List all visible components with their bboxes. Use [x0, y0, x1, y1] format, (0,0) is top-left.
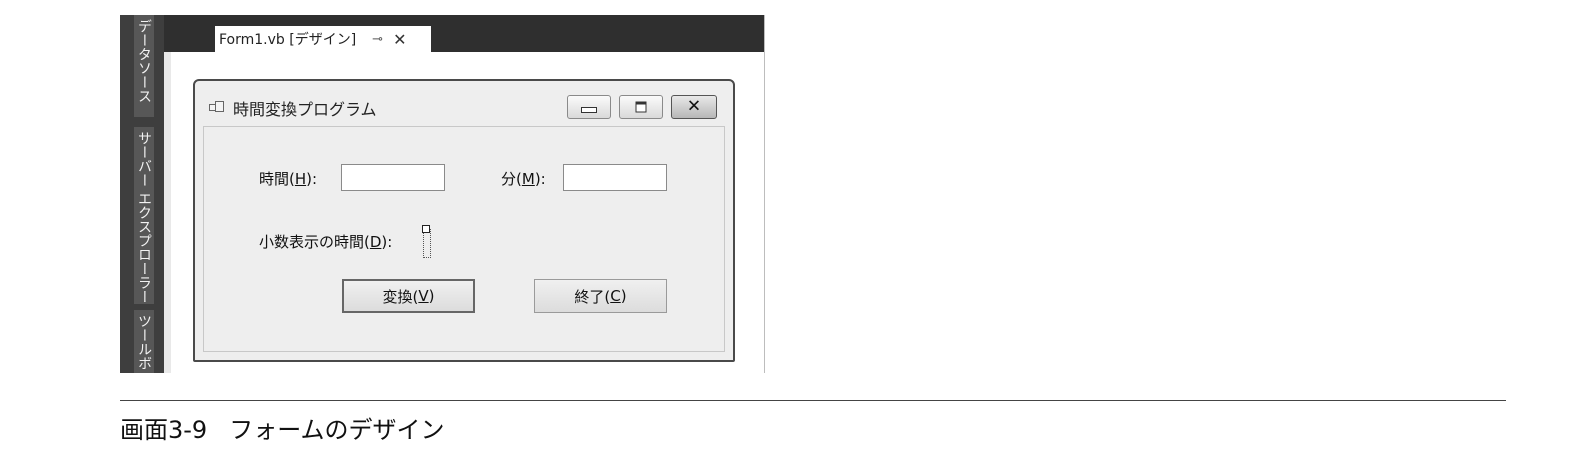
- close-icon: ✕: [686, 96, 702, 117]
- decimal-hours-label: 小数表示の時間(D):: [259, 233, 393, 251]
- minimize-button[interactable]: [567, 95, 611, 119]
- figure-caption: 画面3-9 フォームのデザイン: [120, 410, 444, 445]
- minutes-input[interactable]: [563, 164, 667, 191]
- caption-number: 画面3-9: [120, 416, 208, 444]
- decimal-hours-output[interactable]: [422, 225, 431, 258]
- side-tab-data-sources[interactable]: データソース: [134, 15, 154, 117]
- caption-divider: [120, 400, 1506, 401]
- side-tab-label: ツールボ: [136, 314, 152, 370]
- pin-icon[interactable]: ⊸: [372, 31, 384, 47]
- document-tab[interactable]: Form1.vb [デザイン] ⊸ ✕: [215, 26, 431, 52]
- document-tab-title: Form1.vb [デザイン]: [219, 32, 357, 48]
- side-tab-label: データソース: [136, 19, 152, 103]
- visual-studio-window: データソース サーバー エクスプローラー ツールボ Form1.vb [デザイン…: [120, 15, 765, 373]
- convert-button[interactable]: 変換(V): [342, 279, 475, 313]
- exit-button[interactable]: 終了(C): [534, 279, 667, 313]
- close-icon[interactable]: ✕: [393, 29, 407, 49]
- caption-text: フォームのデザイン: [229, 416, 445, 444]
- document-tab-bar: Form1.vb [デザイン] ⊸ ✕: [164, 15, 764, 52]
- close-button[interactable]: ✕: [671, 95, 717, 119]
- form-title: 時間変換プログラム: [233, 100, 377, 119]
- maximize-icon: [635, 101, 647, 113]
- side-tab-server-explorer[interactable]: サーバー エクスプローラー: [134, 127, 154, 304]
- minutes-label: 分(M):: [501, 170, 546, 188]
- minimize-icon: [581, 107, 597, 113]
- side-tab-toolbox[interactable]: ツールボ: [134, 310, 154, 373]
- hours-label: 時間(H):: [259, 170, 318, 188]
- client-area: [203, 126, 725, 352]
- form-icon: [209, 101, 224, 113]
- form-window[interactable]: 時間変換プログラム ✕ 時間(H): 分(M): 小数表示の時間(D): 変換(…: [193, 79, 735, 362]
- side-tab-label: サーバー エクスプローラー: [136, 131, 152, 304]
- hours-input[interactable]: [341, 164, 445, 191]
- selection-handle[interactable]: [422, 225, 430, 233]
- side-panel: データソース サーバー エクスプローラー ツールボ: [120, 15, 164, 373]
- maximize-button[interactable]: [619, 95, 663, 119]
